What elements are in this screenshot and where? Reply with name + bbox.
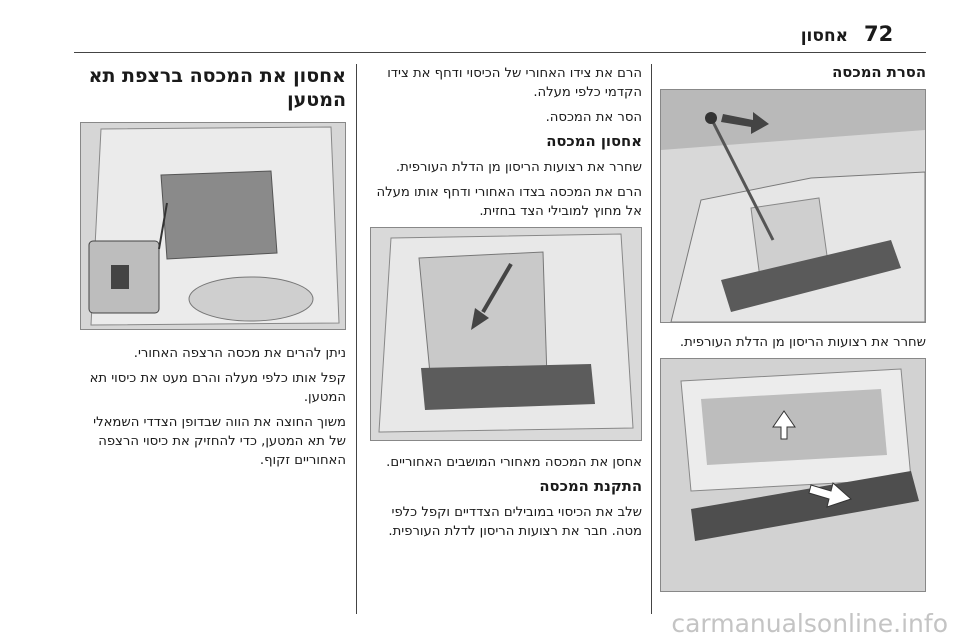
paragraph-install-steps: שלב את הכיסוי במובילים הצדדיים וקפל כלפי…: [388, 505, 642, 539]
paragraph-lift-floor: ניתן להרים את מכסה הרצפה האחורי.: [133, 346, 346, 361]
paragraph-store-behind-seats: אחסן את המכסה מאחורי המושבים האחוריים.: [386, 455, 642, 470]
heading-store-in-floor: אחסון את המכסה ברצפת תא המטען: [88, 65, 346, 111]
illustration-open-tailgate: [660, 89, 926, 323]
header-rule: [74, 52, 926, 53]
illustration-cargo-cover: [660, 358, 926, 592]
paragraph-pull-hook: משוך החוצה את הווה שבדופן הצדדי השמאלי ש…: [93, 415, 346, 468]
paragraph-fold-up: קפל אותו כלפי מעלה והרם מעט את כיסוי תא …: [89, 371, 346, 405]
column-divider-left: [356, 64, 357, 614]
column-divider-right: [651, 64, 652, 614]
paragraph-lift-rear: הרם את צידו האחורי של הכיסוי ודחף את ציד…: [387, 66, 642, 100]
caption-release-straps: שחרר את רצועות הריסון מן הדלת העורפית.: [679, 335, 926, 350]
page-number: 72: [864, 22, 894, 46]
paragraph-release-straps: שחרר את רצועות הריסון מן הדלת העורפית.: [395, 160, 642, 175]
section-title: אחסון: [800, 26, 848, 46]
paragraph-lift-and-push: הרם את המכסה בצדו האחורי ודחף אותו מעלה …: [376, 185, 642, 219]
heading-remove-cover: הסרת המכסה: [832, 64, 926, 81]
column-left: אחסון את המכסה ברצפת תא המטען ניתן להרים…: [74, 64, 346, 476]
paragraph-remove-cover: הסר את המכסה.: [545, 110, 642, 125]
heading-store-cover: אחסון המכסה: [546, 133, 642, 150]
illustration-floor-compartment: [80, 122, 346, 330]
watermark: carmanualsonline.info: [671, 609, 948, 638]
column-right: הסרת המכסה שחרר את רצועות הריסון מן הדלת…: [660, 64, 926, 592]
illustration-store-behind-seats: [370, 227, 642, 441]
column-middle: הרם את צידו האחורי של הכיסוי ודחף את ציד…: [370, 64, 642, 547]
heading-install-cover: התקנת המכסה: [539, 478, 642, 495]
